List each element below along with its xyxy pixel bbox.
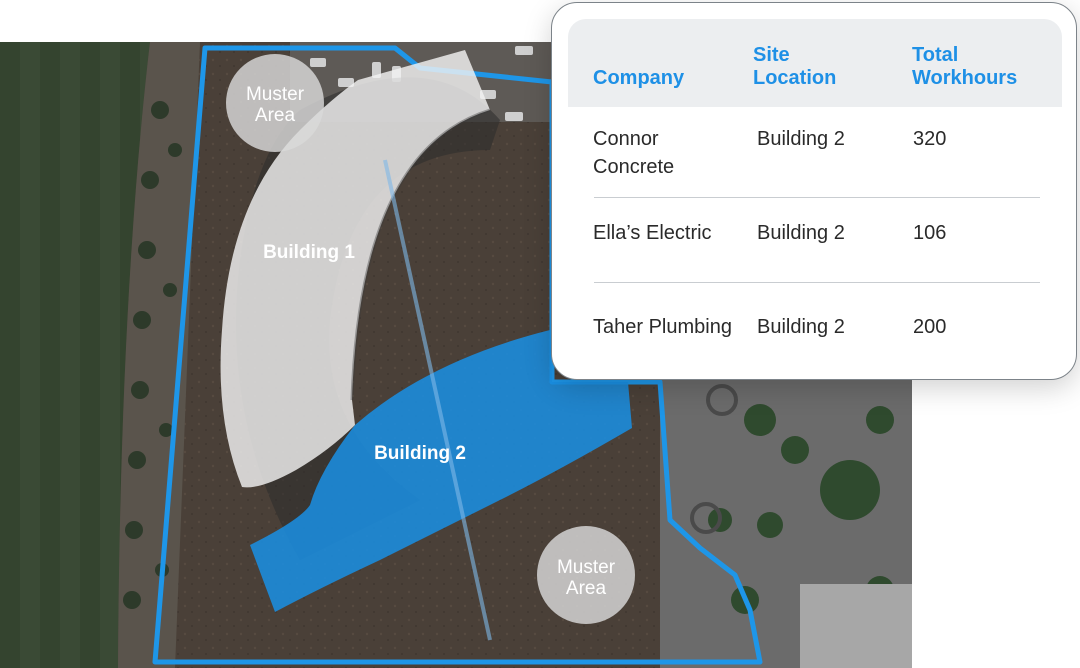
muster-area-bottom[interactable]: Muster Area	[537, 526, 635, 624]
adjacent-building	[800, 584, 912, 668]
row-3-company: Taher Plumbing	[593, 316, 732, 338]
plaza-fountains	[690, 384, 738, 534]
muster-area-top-circle	[226, 54, 324, 152]
sports-field	[0, 42, 150, 668]
parked-cars	[310, 46, 533, 121]
table-header	[568, 19, 1062, 107]
row-2-total-workhours: 106	[913, 222, 947, 244]
row-divider-1	[594, 197, 1040, 198]
row-1-company: Connor Concrete	[593, 128, 675, 178]
row-3-total-workhours: 200	[913, 316, 947, 338]
building-1-label: Building 1	[263, 242, 355, 263]
muster-area-bottom-line2: Area	[566, 578, 607, 599]
workhours-card: Company Site Location Total Workhours Co…	[551, 2, 1077, 380]
muster-area-bottom-circle	[537, 526, 635, 624]
row-1-site-location: Building 2	[757, 128, 845, 150]
row-2-site-location: Building 2	[757, 222, 845, 244]
crane-boom	[383, 159, 492, 641]
row-2-company: Ella’s Electric	[593, 222, 712, 244]
row-1-total-workhours: 320	[913, 128, 947, 150]
row-3-site-location: Building 2	[757, 316, 845, 338]
plaza-trees	[708, 404, 894, 614]
row-divider-2	[594, 282, 1040, 283]
muster-area-top-line2: Area	[255, 105, 296, 126]
walkway	[118, 42, 200, 668]
building-1-zone[interactable]	[220, 50, 490, 488]
muster-area-bottom-line1: Muster	[557, 557, 616, 578]
header-total-workhours: Total Workhours	[912, 44, 1018, 89]
muster-area-top-line1: Muster	[246, 84, 305, 105]
header-site-location: Site Location	[753, 44, 837, 89]
palm-trees	[123, 101, 182, 609]
muster-area-top[interactable]: Muster Area	[226, 54, 324, 152]
building-1-inner-edge	[350, 108, 491, 401]
header-company: Company	[593, 67, 685, 89]
building-2-label: Building 2	[374, 443, 466, 464]
building-2-zone[interactable]	[250, 330, 632, 612]
